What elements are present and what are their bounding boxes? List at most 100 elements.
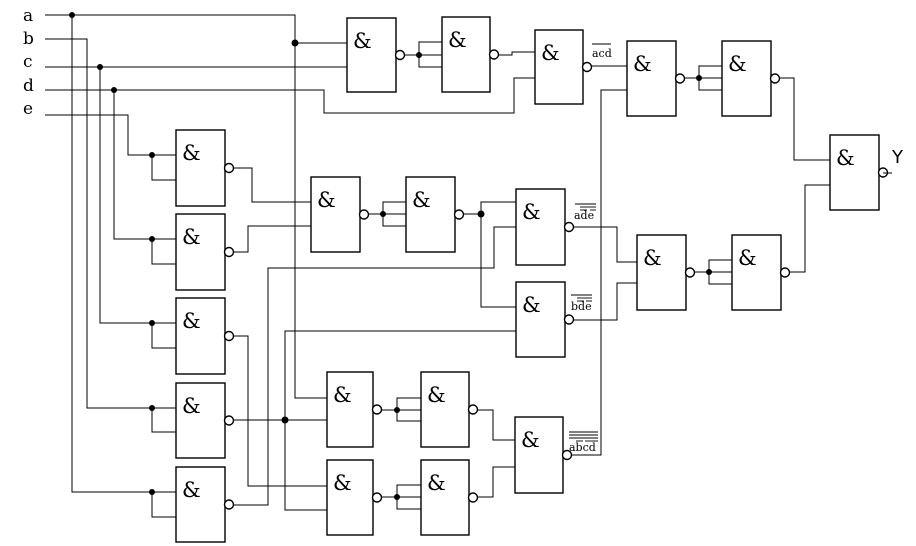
- nand-gate: &: [310, 176, 370, 253]
- junction-dot: [380, 211, 386, 217]
- nand-gate: &: [175, 466, 235, 543]
- inversion-bubble: [223, 499, 235, 510]
- input-label-a: a: [23, 6, 33, 26]
- gate-symbol: &: [333, 471, 352, 495]
- inversion-bubble: [371, 492, 383, 503]
- gate-symbol: &: [522, 293, 541, 317]
- gate-symbol: &: [412, 188, 431, 212]
- gate-symbol: &: [182, 309, 201, 333]
- wire-nc-to-g13: [229, 335, 327, 487]
- gate-symbol: &: [633, 52, 652, 76]
- nand-gate: &: [346, 17, 406, 93]
- wire-a-drop: [71, 15, 152, 493]
- inversion-bubble: [488, 49, 500, 60]
- wire-ne-to-g6: [229, 167, 311, 203]
- junction-dot: [477, 210, 485, 218]
- input-label-c: c: [23, 52, 33, 72]
- nand-gate: &: [515, 281, 575, 358]
- gate-body: [515, 188, 566, 266]
- wire-inv-c: [151, 322, 176, 349]
- gate-body: [175, 297, 226, 375]
- nand-gate: &: [326, 459, 383, 536]
- input-label-d: d: [23, 76, 34, 96]
- gate-symbol: &: [522, 200, 541, 224]
- gate-symbol: &: [427, 383, 446, 407]
- wire-inv-e: [151, 154, 176, 181]
- term-label-acd: acd: [592, 43, 612, 60]
- term-label-abcd: abcd: [569, 431, 598, 454]
- inversion-bubble: [779, 267, 791, 278]
- junction-dot: [149, 236, 155, 242]
- wire-g7-to-g9: [480, 214, 516, 308]
- wire-nd-to-g6: [229, 225, 311, 253]
- term-text-bde: bde: [571, 300, 592, 313]
- nand-gate: &: [626, 40, 686, 117]
- junction-dot: [149, 489, 155, 495]
- gate-symbol: &: [182, 478, 201, 502]
- inversion-bubble: [223, 415, 235, 426]
- nand-gate: &: [514, 416, 573, 494]
- inversion-bubble: [223, 162, 235, 174]
- junction-dot: [416, 52, 422, 58]
- gate-symbol: &: [182, 394, 201, 418]
- term-text-acd: acd: [592, 47, 612, 60]
- gate-body: [346, 17, 397, 93]
- wire-g7-to-g8: [480, 201, 516, 214]
- gate-body: [515, 281, 566, 358]
- nand-gate: &: [175, 382, 235, 459]
- inversion-bubble: [467, 404, 479, 415]
- nand-gate: &: [405, 176, 465, 253]
- gate-body: [721, 40, 772, 117]
- wire-na-to-g8: [229, 226, 516, 506]
- junction-dot: [706, 269, 712, 275]
- junction-dot: [97, 64, 103, 70]
- nand-gate: &: [441, 16, 500, 93]
- gate-symbol: &: [427, 471, 446, 495]
- gate-symbol: &: [728, 52, 747, 76]
- inversion-bubble: [674, 73, 686, 84]
- inversion-bubble: [563, 314, 575, 325]
- wire-b: [45, 38, 152, 409]
- inversion-bubble: [394, 49, 406, 61]
- gate-symbol: &: [182, 141, 201, 165]
- gate-symbol: &: [448, 28, 467, 52]
- gate-body: [441, 16, 491, 93]
- junction-dot: [69, 12, 75, 18]
- nand-gate: &: [721, 40, 781, 117]
- gate-symbol: &: [738, 246, 757, 270]
- gate-symbol: &: [643, 246, 662, 270]
- wire-inv-d: [151, 238, 176, 265]
- wire-g2-g3: [494, 51, 535, 56]
- wire-g16-to-g4: [567, 89, 627, 456]
- gate-body: [310, 176, 361, 253]
- nand-gate: &: [420, 371, 479, 448]
- inversion-bubble: [453, 209, 465, 220]
- input-label-b: b: [23, 29, 34, 49]
- inversion-bubble: [769, 73, 781, 84]
- wire-inv-b: [151, 407, 176, 433]
- gate-symbol: &: [182, 225, 201, 249]
- inversion-bubble: [223, 330, 235, 342]
- term-label-bde: bde: [571, 294, 592, 313]
- gate-body: [731, 234, 782, 311]
- nand-gate: &: [731, 234, 791, 311]
- nand-gate: &: [636, 234, 696, 311]
- gate-body: [405, 176, 456, 253]
- inversion-bubble: [371, 404, 383, 415]
- junction-dot: [696, 75, 702, 81]
- wire-a: [45, 14, 327, 399]
- inversion-bubble: [581, 61, 593, 73]
- gate-body: [514, 416, 564, 494]
- wire-g9-out: [569, 282, 637, 321]
- gate-body: [420, 459, 470, 536]
- gate-body: [326, 371, 374, 448]
- term-text-abcd: abcd: [569, 441, 596, 454]
- wire-g8-out: [569, 226, 637, 263]
- term-label-ade: ade: [574, 203, 596, 222]
- gate-symbol: &: [317, 188, 336, 212]
- nand-gates: &&&&&&&&&&&&&&&&&&&&&&: [175, 16, 889, 543]
- gate-symbol: &: [541, 41, 560, 65]
- inversion-bubble: [223, 246, 235, 258]
- nand-gate: &: [175, 129, 235, 207]
